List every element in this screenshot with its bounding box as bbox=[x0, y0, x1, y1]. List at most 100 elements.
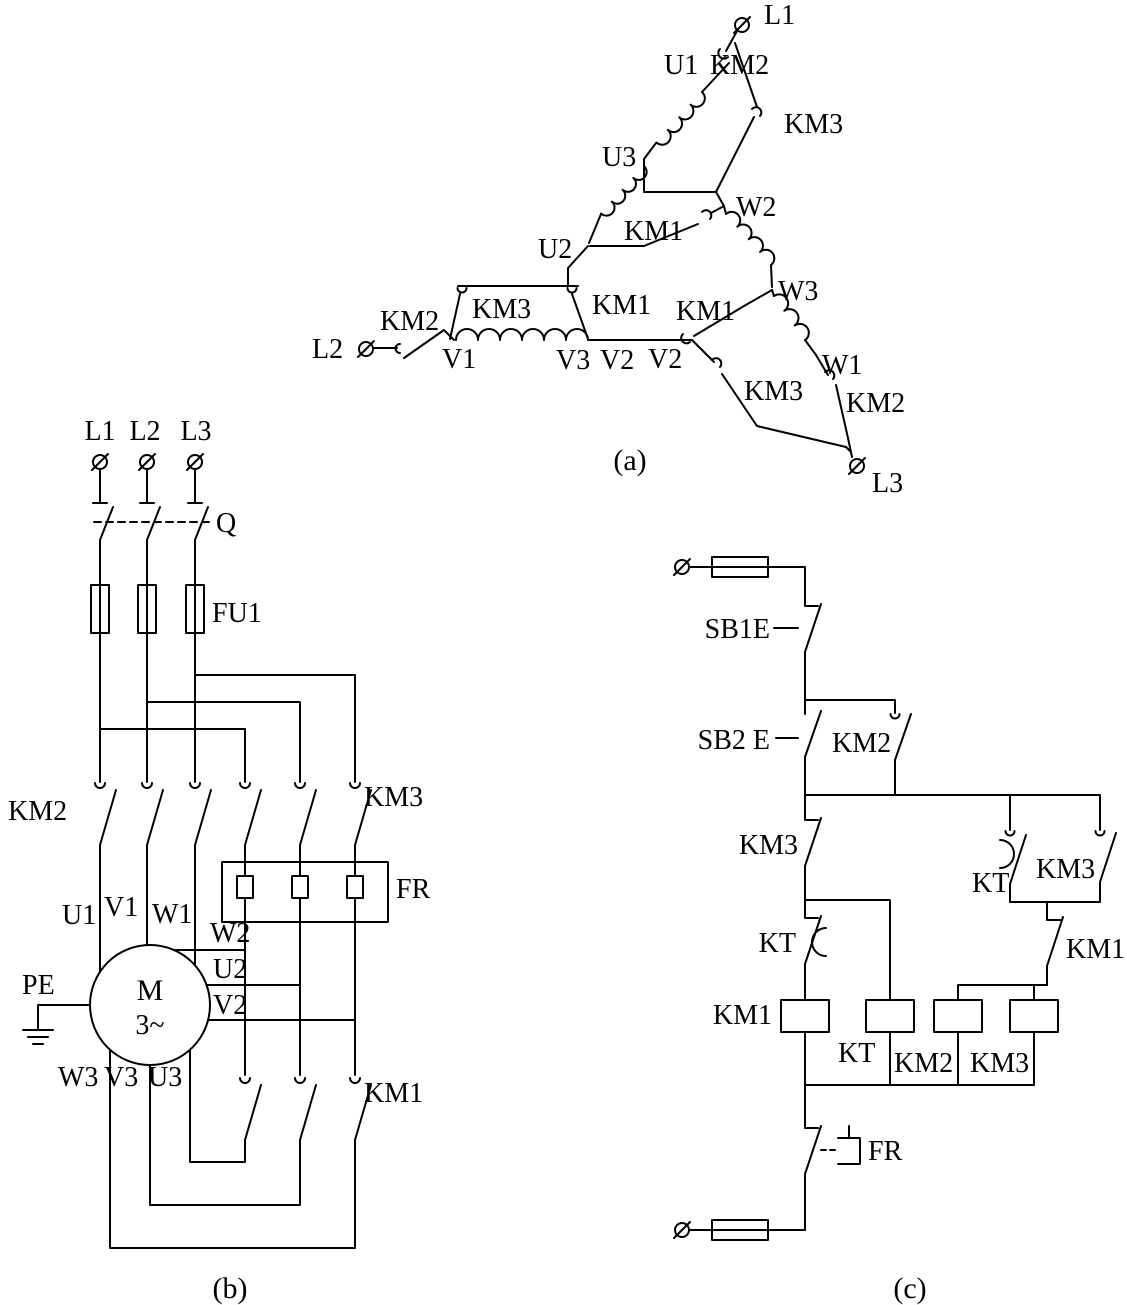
coil-km3 bbox=[1009, 999, 1059, 1033]
contact-kt-nc-delayed bbox=[804, 899, 827, 1001]
thermal-relay-fr bbox=[221, 844, 389, 1076]
contact-km1-right bbox=[669, 289, 773, 345]
wire-segment bbox=[957, 984, 1048, 1001]
contact-blade bbox=[403, 329, 455, 359]
wire-segment bbox=[688, 566, 806, 607]
label-c-km3-no: KM3 bbox=[1036, 854, 1095, 885]
contact-hook bbox=[824, 369, 836, 380]
label-b-fr: FR bbox=[396, 874, 431, 905]
label-a-l3: L3 bbox=[872, 468, 903, 499]
wire-segment bbox=[771, 289, 817, 356]
coil-u1-u3 bbox=[655, 91, 706, 146]
contact-km1-power bbox=[239, 1077, 372, 1141]
contact-km2-top bbox=[701, 30, 738, 93]
terminal-slash bbox=[357, 340, 375, 358]
caption-c: (c) bbox=[893, 1272, 926, 1305]
coil-w2-w3 bbox=[725, 210, 776, 266]
contact-km3-top bbox=[715, 42, 763, 193]
contact-blade bbox=[589, 223, 699, 247]
contact-blade bbox=[449, 293, 461, 340]
terminal-circle bbox=[734, 17, 750, 33]
contact-hook bbox=[566, 287, 578, 294]
switch-blades bbox=[99, 506, 209, 541]
label-c-sb2: SB2 E bbox=[698, 725, 770, 756]
label-a-km3-hang: KM3 bbox=[472, 294, 531, 325]
label-b-v1: V1 bbox=[104, 892, 138, 923]
terminal-circle bbox=[674, 1222, 690, 1238]
contact-hook bbox=[394, 343, 401, 354]
terminal-bottom bbox=[673, 1221, 691, 1239]
pushbutton-sb1-stop bbox=[773, 603, 822, 701]
coil-km2 bbox=[933, 999, 983, 1033]
terminal-l2 bbox=[357, 340, 375, 358]
contact-km2-selfhold bbox=[804, 699, 912, 796]
terminal-top bbox=[673, 558, 691, 576]
label-b-motor: M bbox=[137, 974, 164, 1007]
wire-u2-band bbox=[457, 245, 589, 287]
wire-segment bbox=[770, 264, 773, 288]
contact-blades bbox=[244, 789, 372, 846]
wire-segment bbox=[845, 446, 851, 452]
label-b-w1: W1 bbox=[152, 899, 192, 930]
terminal-slash bbox=[673, 558, 691, 576]
contact-blades bbox=[99, 789, 212, 846]
delay-arc bbox=[811, 927, 827, 957]
label-b-v3: V3 bbox=[104, 1062, 138, 1093]
motor-feed-wires bbox=[99, 844, 196, 973]
label-b-u3: U3 bbox=[148, 1062, 182, 1093]
label-b-q: Q bbox=[216, 508, 236, 539]
label-a-km3-top: KM3 bbox=[784, 109, 843, 140]
nc-contact bbox=[804, 899, 822, 1001]
label-c-kt-coil: KT bbox=[838, 1038, 875, 1069]
coil-return-wires bbox=[804, 1031, 1035, 1086]
panel-c-control-circuit: SB1E SB2 E KM2 KM3 KT bbox=[673, 556, 1125, 1305]
contact-km2-power bbox=[94, 782, 212, 846]
fr-heater bbox=[291, 875, 309, 899]
coil-km1 bbox=[780, 999, 830, 1033]
branch-wires bbox=[99, 674, 356, 783]
label-a-km1-right: KM1 bbox=[676, 296, 735, 327]
contact-hooks bbox=[239, 782, 361, 789]
coil-kt bbox=[865, 999, 915, 1033]
contact-fr-nc bbox=[804, 1084, 861, 1231]
panel-b-power-circuit: L1 L2 L3 Q FU1 KM2 bbox=[8, 416, 431, 1305]
nc-contact bbox=[804, 794, 822, 901]
contact-km2-l2 bbox=[372, 329, 455, 359]
contact-blade bbox=[701, 62, 730, 93]
label-b-u2: U2 bbox=[213, 954, 247, 985]
label-c-fr: FR bbox=[868, 1136, 903, 1167]
fuses-fu1 bbox=[90, 584, 205, 634]
contact-blades bbox=[244, 1084, 372, 1141]
label-c-km2-aux: KM2 bbox=[832, 728, 891, 759]
supply-wires bbox=[99, 632, 196, 783]
label-b-l2: L2 bbox=[129, 416, 160, 447]
label-b-l3: L3 bbox=[180, 416, 211, 447]
nc-contact bbox=[804, 1084, 822, 1231]
switch-q bbox=[92, 502, 213, 541]
wire-w2-node bbox=[715, 191, 727, 215]
star-link-wires bbox=[109, 1049, 356, 1249]
contact-kt-no-delayed bbox=[999, 794, 1027, 903]
wire-segment bbox=[99, 468, 196, 504]
contact-hook bbox=[717, 48, 729, 60]
wire-segment bbox=[804, 699, 896, 714]
fuse-wire bbox=[99, 584, 196, 634]
pushbutton-sb2-start bbox=[775, 699, 822, 796]
contact-hook bbox=[711, 357, 723, 368]
label-b-km3: KM3 bbox=[364, 782, 423, 813]
supply-terminals bbox=[91, 453, 204, 471]
kt-coil-feed bbox=[804, 899, 891, 1001]
label-a-u3: U3 bbox=[602, 142, 636, 173]
label-a-km2-bot: KM2 bbox=[846, 388, 905, 419]
label-a-km3-bot: KM3 bbox=[744, 376, 803, 407]
label-c-km3-nc: KM3 bbox=[739, 830, 798, 861]
contact-blade bbox=[693, 305, 745, 337]
caption-a: (a) bbox=[613, 444, 646, 477]
no-contact bbox=[1094, 794, 1117, 903]
label-a-u2: U2 bbox=[538, 234, 572, 265]
wire-segment bbox=[1009, 901, 1101, 921]
label-b-w3: W3 bbox=[58, 1062, 98, 1093]
label-a-w3: W3 bbox=[778, 276, 818, 307]
fr-box bbox=[221, 861, 389, 923]
delay-arc bbox=[999, 839, 1015, 869]
